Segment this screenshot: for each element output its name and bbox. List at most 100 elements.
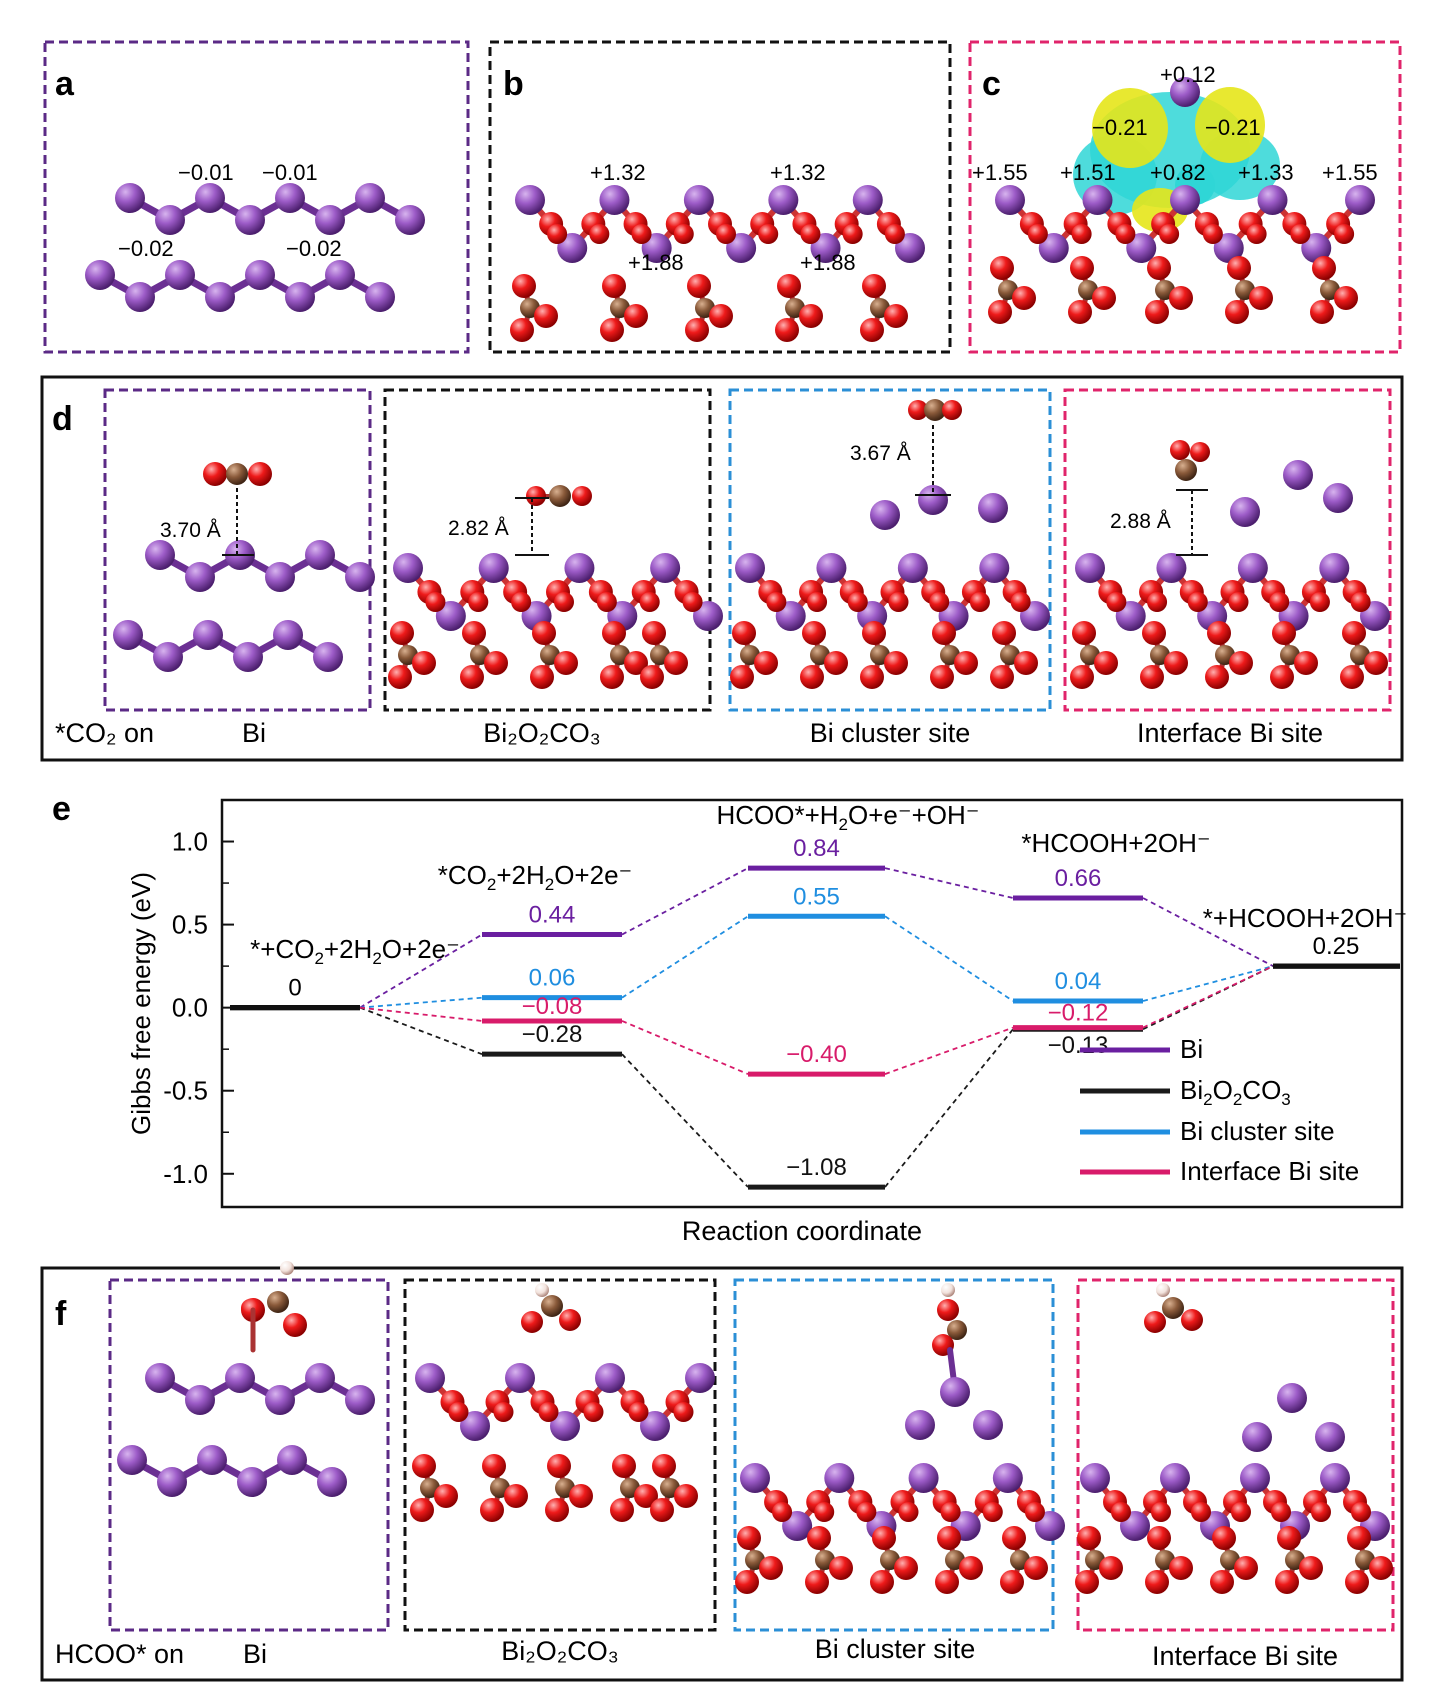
o-atom (1142, 621, 1166, 645)
step-label: *CO2+2H2O+2e⁻ (438, 860, 633, 894)
o-atom (860, 318, 884, 342)
o-atom (884, 224, 905, 244)
bi-atom (1301, 233, 1332, 263)
o-atom (547, 224, 568, 244)
data-label: 0.04 (1055, 968, 1102, 995)
bi-atom (305, 1363, 335, 1393)
o-atom (775, 318, 799, 342)
bi-atom (355, 183, 385, 213)
bi-atom (393, 553, 423, 583)
o-atom (480, 1498, 504, 1522)
o-atom (512, 274, 536, 298)
bi-atom (640, 1411, 670, 1441)
o-atom (1364, 651, 1388, 675)
bi-atom (345, 1385, 375, 1415)
o-atom (856, 1502, 877, 1522)
o-atom (969, 592, 990, 612)
bi-atom (735, 553, 765, 583)
data-label: −0.13 (1048, 1032, 1109, 1059)
charge-label: −0.01 (262, 160, 318, 185)
bi-atom (113, 620, 143, 650)
bi-atom (157, 1467, 187, 1497)
o-atom (1246, 224, 1267, 244)
o-atom (929, 592, 950, 612)
data-label: −0.40 (786, 1041, 847, 1068)
o-atom (932, 621, 956, 645)
o-atom (1228, 592, 1249, 612)
distance-label-bi: 3.70 Å (160, 519, 221, 542)
o-atom (800, 665, 824, 689)
data-label: −1.08 (786, 1154, 847, 1181)
o-atom (1115, 224, 1136, 244)
bi-atom (992, 1463, 1023, 1493)
bi-atom (1320, 1463, 1350, 1493)
o-atom (283, 1313, 307, 1337)
o-atom (1147, 256, 1171, 280)
c-atom (226, 463, 248, 485)
connector (1142, 965, 1274, 1029)
charge-label: +0.82 (1150, 160, 1206, 185)
o-atom (1071, 224, 1092, 244)
bi-atom (205, 282, 235, 312)
o-atom (954, 651, 978, 675)
connector (621, 915, 749, 999)
o-atom (1350, 592, 1371, 612)
bi-atom (195, 183, 225, 213)
c-atom (541, 1295, 563, 1317)
panel-b-letter: b (503, 65, 524, 103)
bi-atom (641, 233, 672, 263)
o-atom (1164, 651, 1188, 675)
bi-atom (155, 205, 185, 235)
panel-f-frame (40, 1266, 1404, 1682)
o-atom (1145, 300, 1169, 324)
bi-atom (1323, 483, 1353, 513)
connector (621, 867, 749, 936)
panel-d-structures (113, 399, 1390, 689)
o-atom (759, 1556, 783, 1580)
o-atom (732, 621, 756, 645)
bi-atom (345, 562, 375, 592)
panel-f-box-bi (108, 1278, 390, 1632)
panel-d-box-bi2o2co3 (383, 388, 712, 712)
charge-label: +1.51 (1060, 160, 1116, 185)
bi-atom (908, 1463, 939, 1493)
o-atom (1210, 1570, 1234, 1594)
o-atom (468, 592, 489, 612)
o-atom (1170, 440, 1190, 460)
distance-label-bi2o2co3: 2.82 Å (448, 517, 509, 540)
charge-label: +1.55 (972, 160, 1028, 185)
o-atom (602, 621, 626, 645)
panel-e-letter: e (52, 790, 71, 828)
o-atom (735, 1570, 759, 1594)
panel-d-box-interface (1063, 388, 1392, 712)
o-atom (388, 665, 412, 689)
data-label: 0.25 (1313, 933, 1360, 960)
o-atom (1270, 665, 1294, 689)
adsorption-distance-markers (222, 425, 1208, 556)
legend-label: Interface Bi site (1180, 1156, 1359, 1186)
bi-atom (197, 1445, 227, 1475)
data-label: −0.12 (1048, 1000, 1109, 1027)
bi-atom (550, 1411, 580, 1441)
c-atom (924, 399, 946, 421)
o-atom (992, 621, 1016, 645)
o-atom (664, 651, 688, 675)
o-atom (802, 621, 826, 645)
plot-frame (220, 798, 1404, 1209)
bi-atom (245, 260, 275, 290)
o-atom (1012, 286, 1036, 310)
o-atom (872, 1526, 896, 1550)
bi-atom (313, 642, 343, 672)
charge-label: −0.02 (118, 236, 174, 261)
connector (621, 1053, 749, 1188)
charge-label: +1.55 (1322, 160, 1378, 185)
o-atom (682, 592, 703, 612)
panel-f-label-bi: Bi (243, 1639, 267, 1669)
o-atom (1369, 1556, 1393, 1580)
o-atom (884, 651, 908, 675)
o-atom (888, 592, 909, 612)
o-atom (937, 1526, 961, 1550)
distance-label-cluster: 3.67 Å (850, 442, 911, 465)
